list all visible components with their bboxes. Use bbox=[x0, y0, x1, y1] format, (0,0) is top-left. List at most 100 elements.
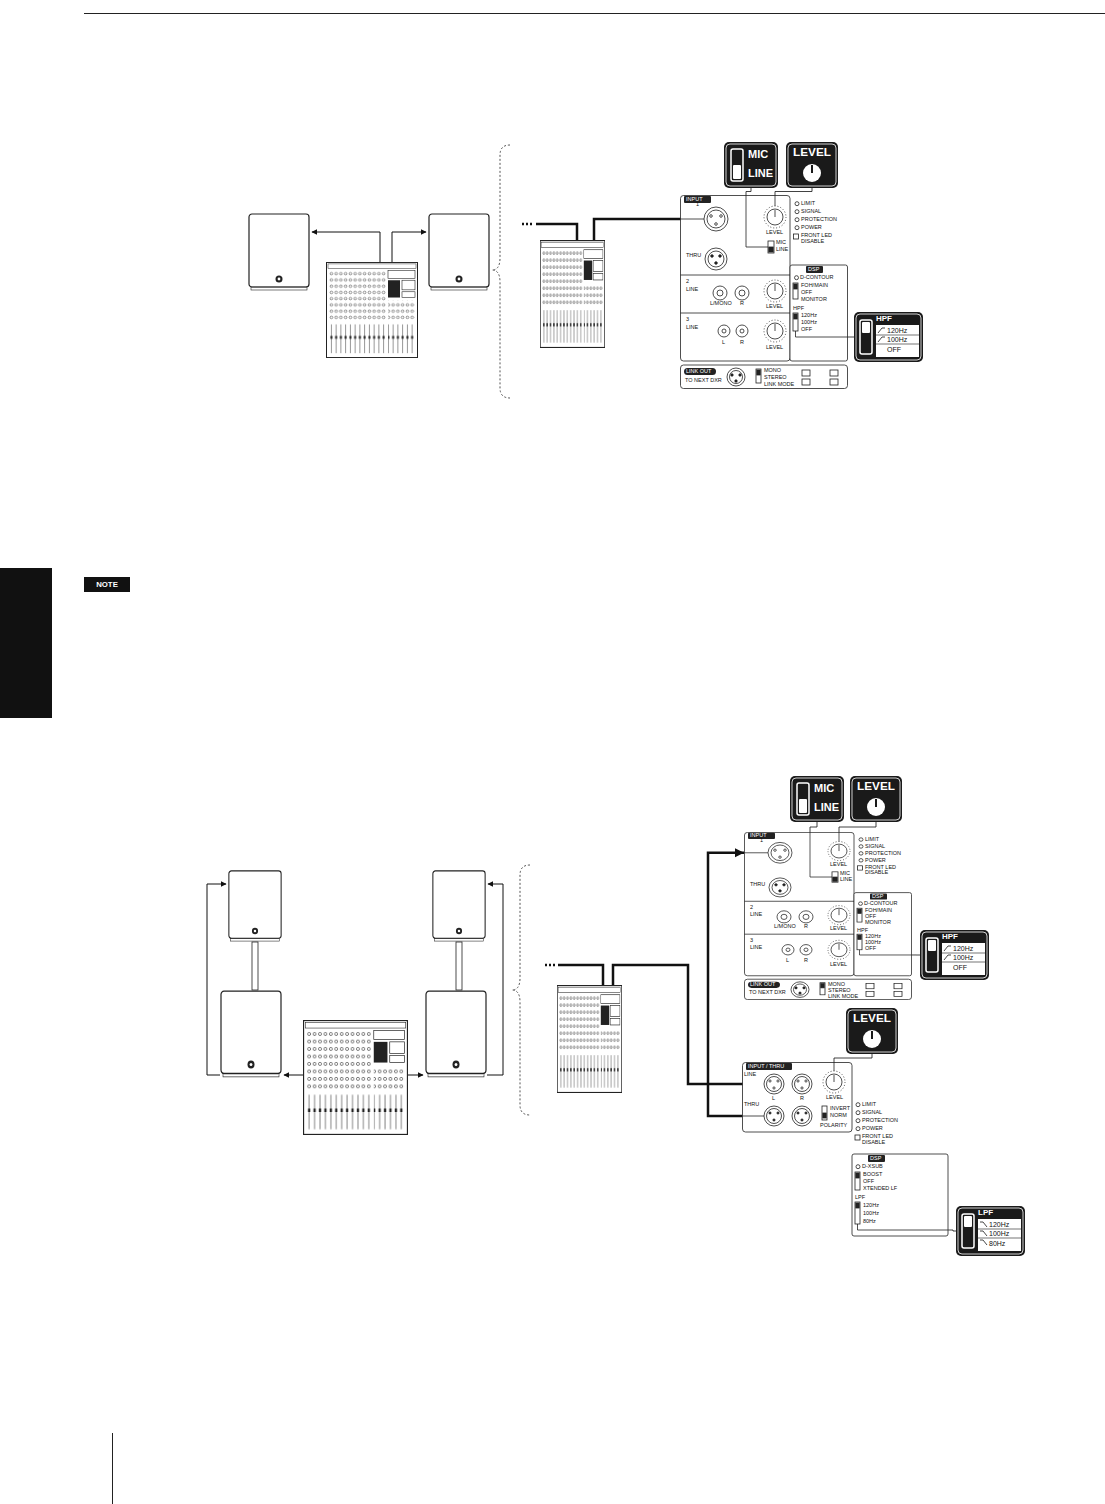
panel-label: PROTECTION bbox=[862, 1118, 898, 1124]
panel-label: LEVEL bbox=[826, 1095, 843, 1101]
bottom-detail-part bbox=[744, 832, 912, 1000]
knob-callout-art-part bbox=[846, 1008, 898, 1054]
knob-callout-art-part bbox=[786, 142, 838, 188]
filter-callout-art-part bbox=[942, 953, 985, 954]
panel-label: LINK MODE bbox=[764, 382, 794, 388]
switch-callout-art-part bbox=[726, 144, 776, 186]
panel-label: 100Hz bbox=[863, 1211, 879, 1217]
switch-callout-art-part bbox=[799, 799, 807, 813]
panel-label: 3 bbox=[686, 317, 689, 323]
bottom-detail-part bbox=[545, 964, 556, 967]
side-tab bbox=[0, 568, 52, 718]
panel-label: POWER bbox=[865, 858, 886, 864]
subwoofer-panel-art-part-part bbox=[856, 1165, 860, 1169]
subwoofer-panel-art-part-part bbox=[767, 1077, 782, 1092]
filter-callout-art-part bbox=[942, 943, 985, 975]
subwoofer-panel-art-part-part bbox=[856, 1127, 860, 1131]
panel-label: HPF bbox=[793, 306, 804, 312]
panel-label: LINE bbox=[686, 325, 698, 331]
callout-label: LEVEL bbox=[850, 780, 902, 792]
subwoofer-panel-art-part-part bbox=[856, 1103, 860, 1107]
subwoofer-panel-art-part-part bbox=[856, 1173, 859, 1178]
panel-label: LEVEL bbox=[830, 926, 847, 932]
panel-label: 2 bbox=[750, 905, 753, 911]
switch-callout-art-part bbox=[792, 778, 842, 820]
filter-callout-art-part bbox=[962, 1214, 974, 1248]
subwoofer-panel-art-part-part bbox=[773, 1087, 775, 1089]
subwoofer-panel-art-part-part bbox=[801, 1087, 803, 1089]
callout-label: OFF bbox=[887, 346, 901, 353]
panel-label: INPUT bbox=[686, 197, 703, 203]
panel-label: STEREO bbox=[764, 375, 787, 381]
panel-label: POLARITY bbox=[820, 1123, 847, 1129]
leader-line bbox=[912, 954, 920, 955]
panel-label: D-XSUB bbox=[862, 1164, 883, 1170]
filter-callout: LPF120Hz100Hz80Hz bbox=[956, 1206, 1025, 1256]
panel-label: DSP bbox=[872, 894, 883, 900]
callout-label: 100Hz bbox=[887, 336, 907, 343]
subwoofer-panel-art-part-part bbox=[769, 1080, 771, 1082]
knob-callout-art-part bbox=[811, 165, 813, 173]
filter-callout-art-part bbox=[958, 1208, 1023, 1254]
panel-label: INVERT bbox=[830, 1106, 850, 1112]
panel-label: MIC bbox=[840, 871, 850, 877]
switch-callout-art-part bbox=[790, 776, 844, 822]
panel-label: TO NEXT DXR bbox=[685, 378, 722, 384]
panel-label: 1 bbox=[760, 838, 763, 844]
panel-label: LPF bbox=[855, 1195, 865, 1201]
panel-label: SIGNAL bbox=[862, 1110, 882, 1116]
filter-callout-art-part bbox=[876, 325, 919, 357]
note-tab: NOTE bbox=[84, 577, 130, 592]
filter-callout-art-part bbox=[964, 1216, 972, 1227]
filter-callout-art-part bbox=[876, 344, 919, 345]
bottom-detail bbox=[545, 832, 912, 1092]
top-overview-part bbox=[249, 214, 309, 290]
panel-label: 100Hz bbox=[801, 320, 817, 326]
panel-label: R bbox=[740, 340, 744, 346]
speaker-panel: INPUT1THRULEVELMICLINELIMITSIGNALPROTECT… bbox=[744, 832, 912, 1000]
panel-label: MONITOR bbox=[801, 297, 827, 303]
bottom-overview-part bbox=[408, 1075, 423, 1076]
panel-label: PROTECTION bbox=[801, 217, 837, 223]
panel-label: SIGNAL bbox=[801, 209, 821, 215]
panel-label: INPUT / THRU bbox=[748, 1064, 784, 1070]
subwoofer-panel-art-part-part bbox=[769, 1112, 771, 1114]
callout-label: LINE bbox=[814, 802, 839, 813]
panel-label: SIGNAL bbox=[865, 844, 885, 850]
switch-callout-art bbox=[724, 142, 778, 188]
panel-label: LEVEL bbox=[830, 962, 847, 968]
panel-label: LINE bbox=[744, 1072, 756, 1078]
bottom-detail-part bbox=[558, 965, 603, 985]
filter-callout-art-part bbox=[878, 328, 885, 342]
knob-callout-art-part bbox=[871, 1031, 873, 1039]
subwoofer-panel-art-part-part bbox=[856, 1203, 859, 1208]
knob-callout-art-part bbox=[803, 164, 821, 182]
bottom-overview-part bbox=[284, 1075, 303, 1076]
footer-rule bbox=[112, 1433, 113, 1504]
knob-callout-art-part bbox=[867, 798, 885, 816]
panel-label: L bbox=[722, 340, 725, 346]
signal-cable bbox=[708, 853, 744, 1116]
subwoofer-panel-art-part-part bbox=[777, 1080, 779, 1082]
callout-label: 100Hz bbox=[989, 1230, 1009, 1237]
panel-label: 120Hz bbox=[863, 1203, 879, 1209]
callout-label: HPF bbox=[942, 933, 958, 941]
panel-label: XTENDED LF bbox=[863, 1186, 897, 1192]
bottom-overview bbox=[207, 871, 503, 1135]
panel-label: LIMIT bbox=[801, 201, 815, 207]
subwoofer-panel-art-part-part bbox=[797, 1080, 799, 1082]
panel-label: POWER bbox=[862, 1126, 883, 1132]
panel-label: D-CONTOUR bbox=[864, 901, 898, 907]
filter-callout-art-part bbox=[942, 962, 985, 963]
panel-label: R bbox=[740, 301, 744, 307]
bottom-detail-part bbox=[557, 986, 621, 1093]
panel-label: TO NEXT DXR bbox=[749, 990, 786, 996]
subwoofer-panel-art-part-part bbox=[742, 1116, 764, 1117]
note-tab-art bbox=[84, 577, 130, 592]
subwoofer-panel-art-part-part bbox=[795, 1109, 810, 1124]
top-overview-part bbox=[312, 232, 380, 262]
bottom-overview-part bbox=[252, 942, 258, 990]
